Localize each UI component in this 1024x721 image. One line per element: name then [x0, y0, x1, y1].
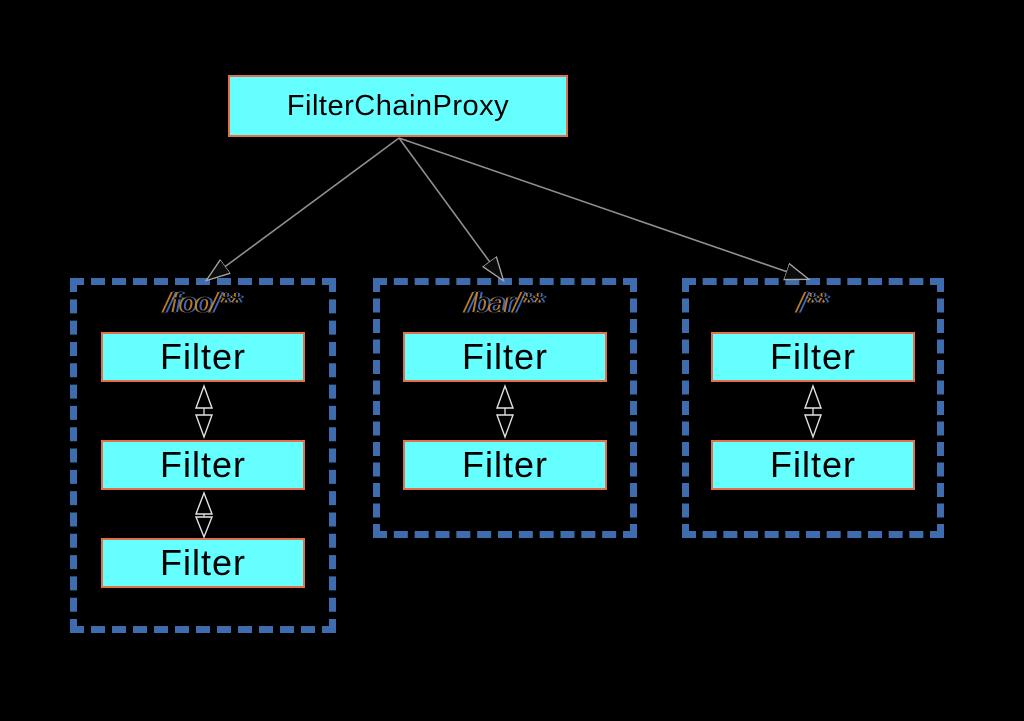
filter-box: Filter — [101, 538, 305, 588]
filter-box: Filter — [403, 440, 607, 490]
filter-chain-group-foo: /foo/** Filter Filter Filter — [70, 278, 336, 633]
filter-label: Filter — [770, 336, 856, 377]
connector-line-foo — [207, 137, 400, 280]
filter-chain-group-root: /** Filter Filter — [682, 278, 944, 538]
filter-box: Filter — [711, 332, 915, 382]
filter-box: Filter — [101, 440, 305, 490]
filter-label: Filter — [462, 444, 548, 485]
filter-box: Filter — [711, 440, 915, 490]
proxy-to-chain-connectors — [207, 137, 808, 280]
filter-label: Filter — [462, 336, 548, 377]
connector-line-root — [398, 137, 808, 279]
filter-label: Filter — [770, 444, 856, 485]
chain-pattern-label: /foo/** — [164, 287, 242, 318]
filter-chain-group-bar: /bar/** Filter Filter — [373, 278, 637, 538]
connector-line-bar — [398, 137, 503, 280]
chain-pattern-label: /** — [798, 287, 828, 318]
filter-box: Filter — [403, 332, 607, 382]
filter-chain-proxy-box: FilterChainProxy — [228, 75, 568, 137]
filter-box: Filter — [101, 332, 305, 382]
chain-pattern-label: /bar/** — [466, 287, 544, 318]
filter-label: Filter — [160, 336, 246, 377]
filter-chain-proxy-label: FilterChainProxy — [286, 89, 510, 122]
filter-label: Filter — [160, 542, 246, 583]
filter-label: Filter — [160, 444, 246, 485]
